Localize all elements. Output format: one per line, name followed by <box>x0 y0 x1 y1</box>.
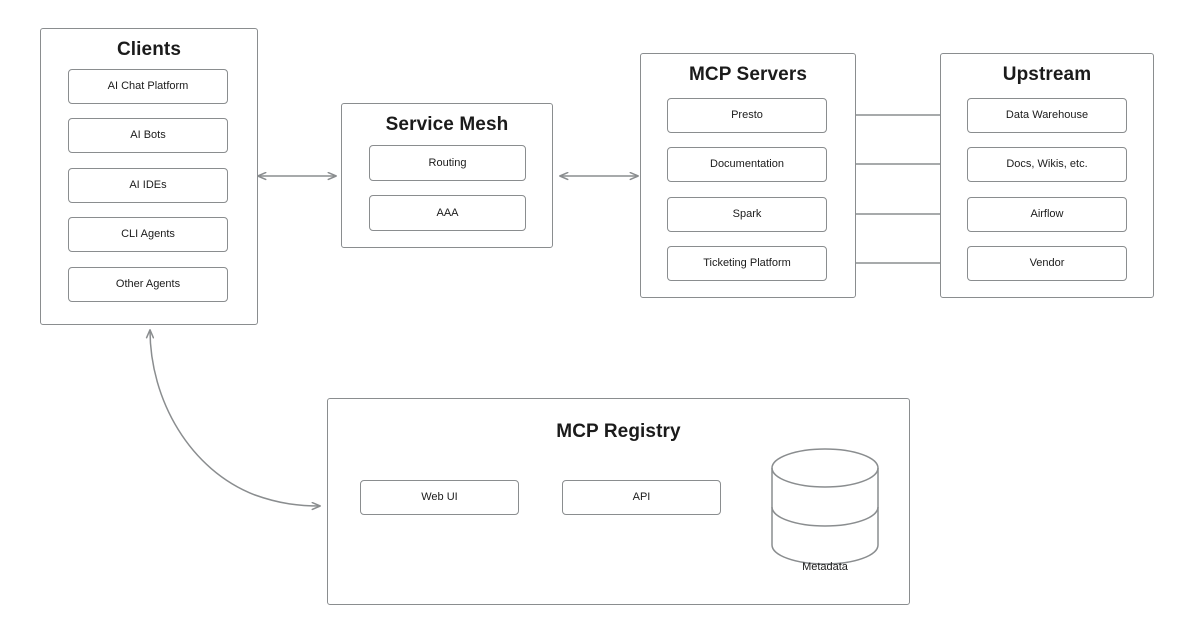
group-upstream-title: Upstream <box>1002 64 1092 85</box>
node-presto-label: Presto <box>731 109 763 122</box>
metadata-label: Metadata <box>802 561 848 573</box>
node-web-ui[interactable]: Web UI <box>360 480 519 515</box>
node-airflow-label: Airflow <box>1030 208 1064 221</box>
node-docs-wikis[interactable]: Docs, Wikis, etc. <box>967 147 1127 182</box>
group-service-mesh-title: Service Mesh <box>385 114 509 135</box>
node-routing-label: Routing <box>428 156 467 169</box>
node-other-agents[interactable]: Other Agents <box>68 267 228 302</box>
node-other-agents-label: Other Agents <box>115 278 181 291</box>
node-spark[interactable]: Spark <box>667 197 827 232</box>
node-ai-bots-label: AI Bots <box>130 129 166 142</box>
node-data-warehouse[interactable]: Data Warehouse <box>967 98 1127 133</box>
node-ai-chat-platform-label: AI Chat Platform <box>107 80 189 93</box>
node-ai-ides[interactable]: AI IDEs <box>68 168 228 203</box>
node-ai-chat-platform[interactable]: AI Chat Platform <box>68 69 228 104</box>
node-vendor[interactable]: Vendor <box>967 246 1127 281</box>
node-routing[interactable]: Routing <box>369 145 526 181</box>
group-mcp-registry-title: MCP Registry <box>556 421 681 442</box>
node-data-warehouse-label: Data Warehouse <box>1005 109 1089 122</box>
node-ticketing-platform[interactable]: Ticketing Platform <box>667 246 827 281</box>
group-mcp-servers-title: MCP Servers <box>689 64 807 85</box>
node-aaa[interactable]: AAA <box>369 195 526 231</box>
node-cli-agents-label: CLI Agents <box>121 228 175 241</box>
node-ai-bots[interactable]: AI Bots <box>68 118 228 153</box>
node-api-label: API <box>632 491 651 504</box>
node-api[interactable]: API <box>562 480 721 515</box>
node-documentation[interactable]: Documentation <box>667 147 827 182</box>
node-docs-wikis-label: Docs, Wikis, etc. <box>1006 158 1088 171</box>
connector-registry-clients-curved <box>150 330 320 506</box>
node-spark-label: Spark <box>732 208 762 221</box>
node-web-ui-label: Web UI <box>421 491 458 504</box>
node-ticketing-platform-label: Ticketing Platform <box>703 257 791 270</box>
group-clients-title: Clients <box>116 39 182 60</box>
node-cli-agents[interactable]: CLI Agents <box>68 217 228 252</box>
node-ai-ides-label: AI IDEs <box>129 179 167 192</box>
node-presto[interactable]: Presto <box>667 98 827 133</box>
node-vendor-label: Vendor <box>1029 257 1065 270</box>
node-documentation-label: Documentation <box>710 158 784 171</box>
node-airflow[interactable]: Airflow <box>967 197 1127 232</box>
node-aaa-label: AAA <box>436 206 459 219</box>
